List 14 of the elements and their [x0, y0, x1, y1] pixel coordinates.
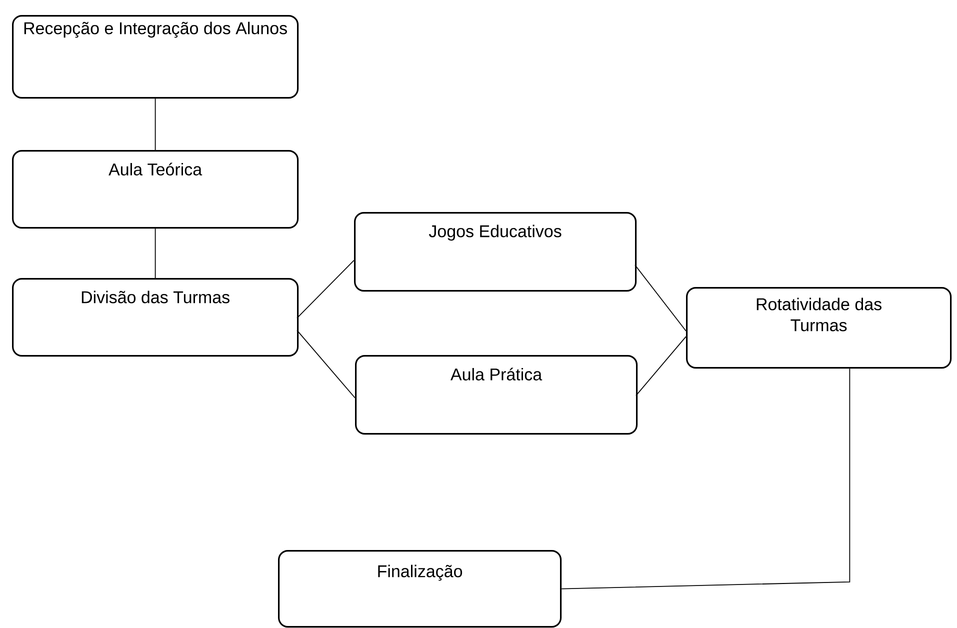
process-box: Finalização — [278, 550, 562, 628]
process-box: Aula Teórica — [12, 150, 299, 229]
process-box: Rotatividade das Turmas — [686, 287, 952, 369]
connector-line — [561, 368, 850, 590]
process-box: Aula Prática — [355, 355, 638, 435]
process-box: Jogos Educativos — [354, 212, 637, 292]
connector-line — [296, 260, 354, 318]
process-box: Recepção e Integração dos Alunos — [12, 15, 299, 99]
process-box: Divisão das Turmas — [12, 278, 299, 357]
connector-line — [154, 228, 156, 278]
connector-line — [296, 330, 356, 398]
connector-line — [636, 336, 686, 396]
connector-line — [154, 98, 156, 150]
connector-line — [634, 264, 686, 332]
